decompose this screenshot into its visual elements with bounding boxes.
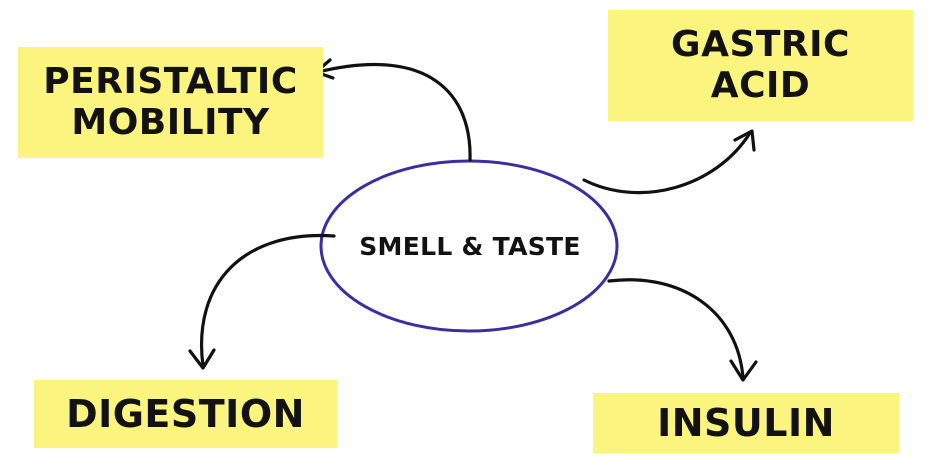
digestion-label: DIGESTION [66,391,305,436]
gastric-label-line1: GASTRIC [671,24,850,66]
peristaltic-label-line1: PERISTALTIC [43,61,298,103]
center-label: SMELL & TASTE [359,231,581,261]
peristaltic-label-line2: MOBILITY [71,101,270,143]
arrow-to-peristaltic [314,58,472,162]
peristaltic-mobility-box: PERISTALTIC MOBILITY [18,47,323,158]
arrow-to-insulin [607,278,758,382]
digestion-box: DIGESTION [34,380,337,448]
arrow-to-gastric [582,129,756,195]
gastric-acid-box: GASTRIC ACID [608,10,913,121]
insulin-box: INSULIN [593,393,899,453]
insulin-label: INSULIN [657,400,835,445]
arrow-to-digestion [188,233,336,370]
gastric-label-line2: ACID [710,64,811,106]
